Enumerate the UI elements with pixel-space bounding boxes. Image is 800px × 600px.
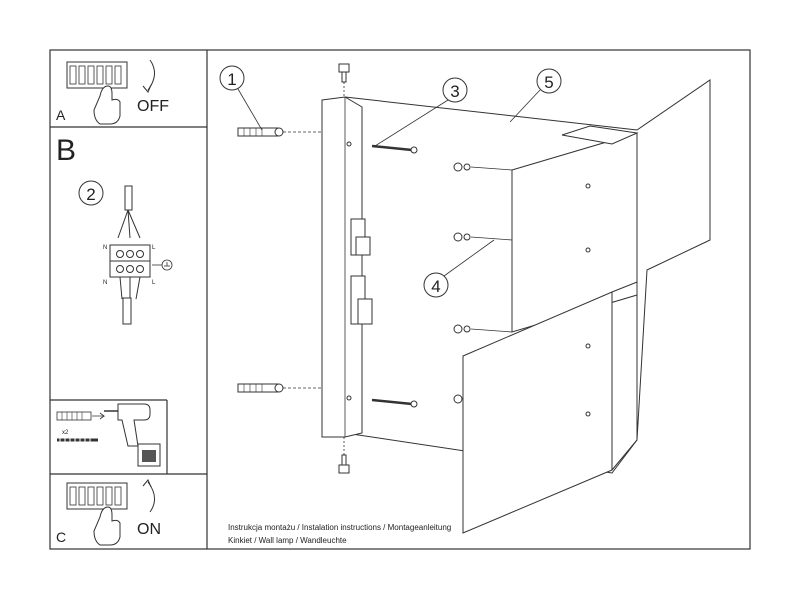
incoming-cable [124, 185, 133, 211]
fuse-box-icon [66, 61, 128, 89]
nut-washer [453, 232, 513, 242]
outer-frame [49, 49, 751, 550]
footer-instructions-line: Instrukcja montażu / Instalation instruc… [228, 523, 451, 532]
nut-washer [453, 162, 513, 172]
panel-c-letter: C [56, 529, 66, 545]
hand-icon [93, 506, 121, 546]
screw-top [371, 144, 418, 154]
screw-icon [57, 437, 98, 443]
back-plate [344, 79, 711, 474]
wall-anchor-top [237, 127, 322, 137]
callout-1-label: 1 [227, 70, 236, 89]
cable-clip [350, 275, 373, 325]
mounting-bracket [321, 96, 363, 438]
bottom-screw [338, 437, 350, 474]
panel-b-wiring: B 2 N L N L [56, 134, 173, 325]
terminal-block [109, 244, 151, 278]
callout-2-label: 2 [86, 185, 95, 204]
panel-a-switch-off: A OFF [56, 59, 169, 125]
main-exploded-view: 1 3 5 4 [219, 63, 711, 534]
terminal-l-top-right: L [152, 245, 156, 251]
terminal-n-bottom-left: N [103, 280, 107, 286]
arrow-right-icon [92, 412, 106, 420]
drill-icon [104, 403, 161, 467]
panel-c-switch-on: C ON [56, 479, 161, 546]
nut-washer [453, 324, 513, 334]
cable-clip [350, 218, 371, 256]
callout-4-label: 4 [431, 277, 440, 296]
callout-5: 5 [509, 68, 562, 123]
switch-off-label: OFF [137, 98, 169, 115]
upper-shade-panel [511, 125, 639, 333]
wall-plug-icon [56, 411, 92, 421]
tools-panel: x2 [56, 403, 161, 467]
panel-a-letter: A [56, 107, 66, 123]
panel-b-letter: B [56, 134, 76, 167]
hand-icon [93, 85, 121, 125]
ground-symbol-icon [152, 259, 173, 271]
callout-1: 1 [219, 65, 263, 131]
terminal-n-top-left: N [103, 245, 107, 251]
callout-3-label: 3 [450, 82, 459, 101]
outgoing-cable [122, 297, 132, 325]
fuse-box-icon [66, 482, 128, 510]
lower-shade-panel [462, 281, 638, 534]
screw-bottom [371, 398, 418, 408]
anchor-quantity: x2 [62, 430, 69, 436]
switch-on-label: ON [137, 521, 161, 538]
callout-4: 4 [423, 239, 495, 298]
callout-3: 3 [374, 77, 468, 147]
footer-product-line: Kinkiet / Wall lamp / Wandleuchte [228, 536, 347, 545]
wall-anchor-bottom [237, 383, 322, 393]
terminal-l-bottom-right: L [152, 280, 156, 286]
callout-5-label: 5 [544, 73, 553, 92]
callout-2-circle [78, 180, 104, 206]
top-screw [338, 63, 350, 97]
